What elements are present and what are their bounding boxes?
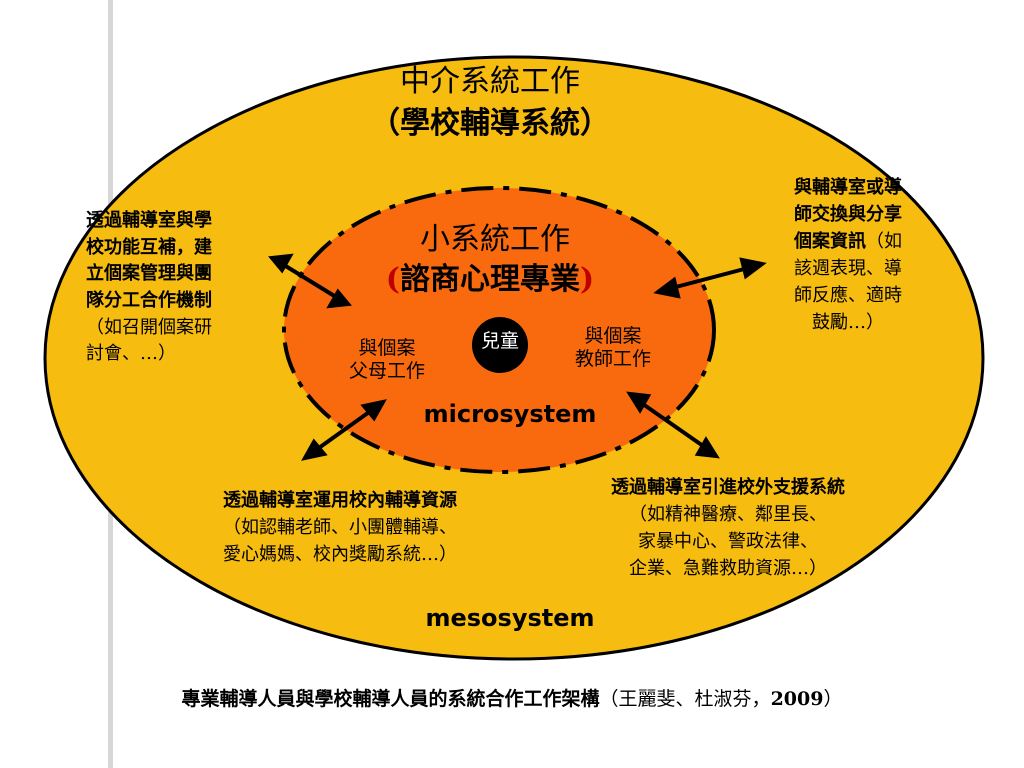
right-line: 該週表現、導 — [794, 258, 902, 279]
teachers-line1: 與個案 — [584, 325, 642, 347]
right-line: 師交換與分享 — [794, 204, 902, 225]
right-annotation: 與輔導室或導 師交換與分享 個案資訊（如 該週表現、導 師反應、適時 鼓勵…） — [768, 174, 928, 336]
inner-title-close-paren: ) — [580, 262, 595, 297]
left-line: 討會、…） — [86, 343, 176, 365]
left-line: 立個案管理與團 — [86, 263, 212, 285]
mesosystem-label: mesosystem — [425, 604, 595, 632]
arrow-right-lower — [626, 391, 720, 459]
right-line3-normal: （如 — [866, 231, 902, 252]
parents-work-label: 與個案 父母工作 — [322, 337, 452, 383]
inner-title-text: 諮商心理專業 — [400, 262, 580, 297]
caption-close: ） — [823, 688, 843, 710]
child-label: 兒童 — [480, 330, 519, 352]
left-line: 透過輔導室與學 — [86, 210, 212, 231]
inner-title-line1: 小系統工作 — [420, 222, 570, 257]
parents-line2: 父母工作 — [348, 360, 425, 383]
parents-line1: 與個案 — [358, 337, 416, 359]
caption-normal: （王麗斐、杜淑芬， — [599, 688, 771, 710]
teachers-line2: 教師工作 — [574, 348, 651, 371]
outer-title-line1: 中介系統工作 — [400, 64, 580, 99]
right-line: 師反應、適時 — [794, 285, 902, 306]
left-line: 校功能互補，建 — [86, 236, 212, 258]
outer-title-line2: （學校輔導系統） — [370, 106, 610, 141]
right-line: 鼓勵…） — [812, 312, 884, 333]
bottom-right-line: 透過輔導室引進校外支援系統 — [611, 477, 845, 498]
bottom-left-line: 透過輔導室運用校內輔導資源 — [223, 490, 457, 511]
teachers-work-label: 與個案 教師工作 — [548, 325, 678, 371]
bottom-left-line: （如認輔老師、小團體輔導、 — [223, 517, 457, 538]
bottom-right-annotation: 透過輔導室引進校外支援系統 （如精神醫療、鄰里長、 家暴中心、警政法律、 企業、… — [548, 474, 908, 582]
right-line: 個案資訊（如 — [768, 228, 928, 255]
microsystem-label: microsystem — [423, 400, 597, 428]
caption-bold: 專業輔導人員與學校輔導人員的系統合作工作架構 — [181, 688, 600, 710]
child-circle — [472, 317, 528, 373]
bottom-right-line: 家暴中心、警政法律、 — [638, 531, 818, 552]
right-line: 與輔導室或導 — [794, 177, 902, 198]
left-line: 隊分工合作機制 — [86, 289, 212, 311]
inner-title-open-paren: ( — [385, 262, 400, 297]
bottom-right-line: （如精神醫療、鄰里長、 — [629, 504, 827, 525]
left-annotation: 透過輔導室與學 校功能互補，建 立個案管理與團 隊分工合作機制 （如召開個案研 … — [86, 208, 276, 368]
arrow-left-upper — [268, 253, 352, 309]
bottom-left-annotation: 透過輔導室運用校內輔導資源 （如認輔老師、小團體輔導、 愛心媽媽、校內獎勵系統…… — [160, 487, 520, 568]
inner-title-line2: (諮商心理專業) — [330, 262, 650, 299]
arrow-right-upper — [653, 257, 767, 299]
right-line3-bold: 個案資訊 — [794, 231, 866, 252]
bottom-right-line: 企業、急難救助資源…） — [629, 558, 827, 579]
bottom-left-line: 愛心媽媽、校內獎勵系統…） — [223, 544, 457, 565]
left-line: （如召開個案研 — [86, 316, 212, 338]
arrow-left-lower — [301, 399, 387, 461]
caption-year: 2009 — [770, 688, 824, 710]
figure-caption: 專業輔導人員與學校輔導人員的系統合作工作架構（王麗斐、杜淑芬，2009） — [0, 688, 1024, 711]
